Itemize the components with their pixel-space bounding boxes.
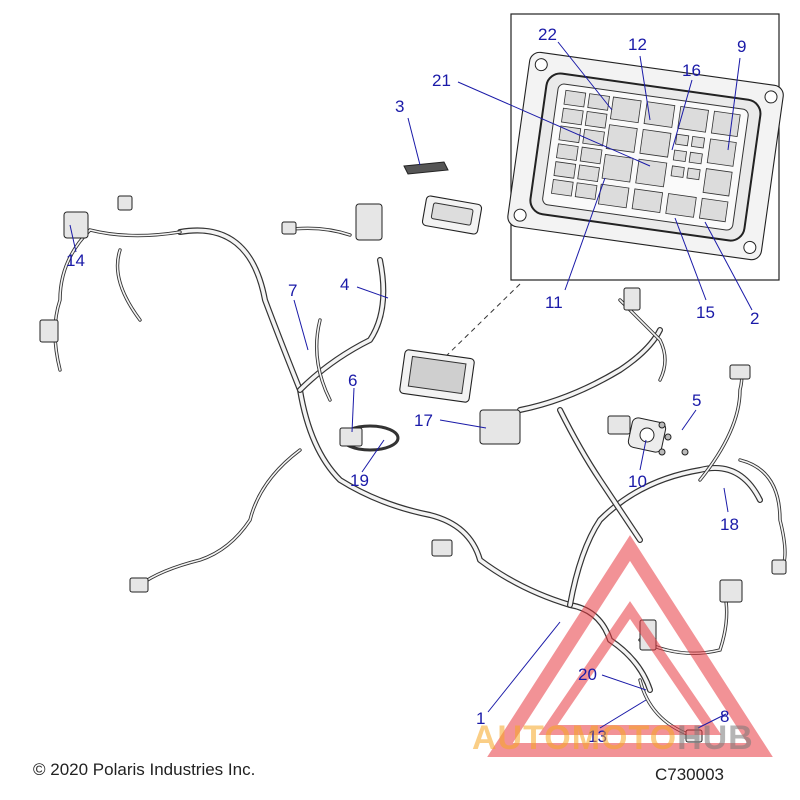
fuse-box-detail-inset xyxy=(507,13,784,281)
watermark-text-b: HUB xyxy=(677,719,754,757)
figure-code: C730003 xyxy=(655,765,725,784)
callout-18: 18 xyxy=(720,515,739,534)
callout-20: 20 xyxy=(578,665,597,684)
callout-12: 12 xyxy=(628,35,647,54)
fuse-box-cover xyxy=(421,195,483,235)
callout-6: 6 xyxy=(348,371,357,390)
main-wiring-harness xyxy=(53,226,787,737)
inset-connector-line xyxy=(439,283,521,363)
callout-9: 9 xyxy=(737,37,746,56)
callout-22: 22 xyxy=(538,25,557,44)
callout-19: 19 xyxy=(350,471,369,490)
leader-lines xyxy=(69,41,753,729)
callout-7: 7 xyxy=(288,281,297,300)
callout-5: 5 xyxy=(692,391,701,410)
fasteners xyxy=(658,421,689,456)
callout-17: 17 xyxy=(414,411,433,430)
callout-8: 8 xyxy=(720,707,729,726)
callout-1: 1 xyxy=(476,709,485,728)
callout-11: 11 xyxy=(545,293,563,312)
label-plate xyxy=(403,161,449,175)
callout-14: 14 xyxy=(66,251,85,270)
callout-3: 3 xyxy=(395,97,404,116)
harness-connectors xyxy=(39,195,787,743)
callout-4: 4 xyxy=(340,275,349,294)
watermark-text: AUTOMOTOHUB xyxy=(472,719,754,758)
watermark-text-a: AUTOMOTO xyxy=(472,719,678,757)
callout-21: 21 xyxy=(432,71,451,90)
callout-13: 13 xyxy=(588,727,607,746)
callout-labels: 1 2 3 4 5 6 7 8 9 10 11 12 13 14 15 16 1… xyxy=(66,25,759,746)
callout-16: 16 xyxy=(682,61,701,80)
callout-10: 10 xyxy=(628,472,647,491)
fuse-box-assembly xyxy=(399,349,475,403)
copyright-notice: © 2020 Polaris Industries Inc. xyxy=(33,760,256,779)
callout-15: 15 xyxy=(696,303,715,322)
watermark-logo xyxy=(487,535,773,757)
callout-2: 2 xyxy=(750,309,759,328)
